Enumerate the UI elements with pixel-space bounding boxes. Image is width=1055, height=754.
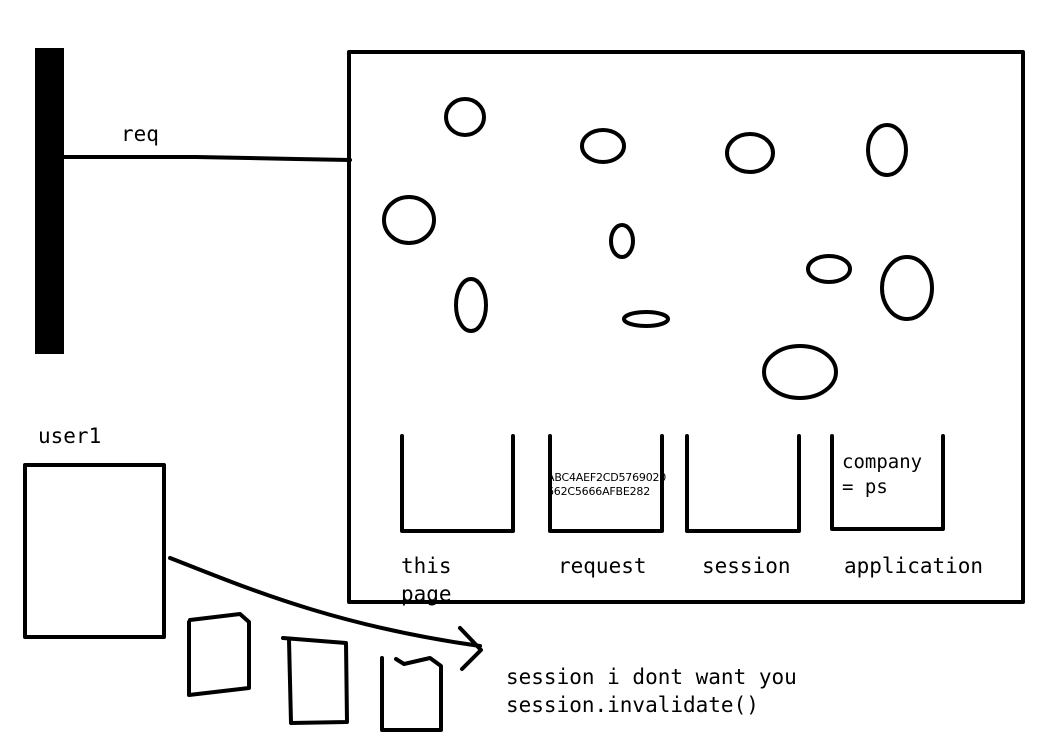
application-scope-label: application (844, 554, 984, 578)
container-box (347, 50, 1025, 604)
session-page (380, 656, 443, 732)
session-invalidate-note: session i dont want you session.invalida… (506, 665, 797, 717)
object-ellipse (622, 310, 670, 328)
request-bin-content-clip: ABC4AEF2CD5769020 662C5666AFBE282 (551, 471, 668, 503)
bin-session (685, 434, 801, 533)
object-ellipse (880, 255, 934, 321)
object-ellipses (382, 97, 934, 400)
invalidate-arrow (168, 556, 482, 648)
bin-application (830, 434, 945, 531)
session-scope-label: session (702, 554, 791, 578)
object-ellipse (444, 97, 486, 137)
session-page (281, 636, 349, 725)
object-ellipse (725, 132, 775, 174)
arrow-head (458, 626, 483, 671)
bin-request (548, 434, 664, 533)
server-bar (35, 48, 64, 354)
user-box (23, 463, 166, 639)
object-ellipse (580, 128, 626, 164)
object-ellipse (806, 254, 852, 284)
request-scope-label: request (558, 554, 647, 578)
request-bin-content: ABC4AEF2CD5769020 662C5666AFBE282 (551, 471, 667, 498)
user-label: user1 (38, 424, 102, 448)
object-ellipse (454, 277, 488, 333)
object-ellipse (382, 195, 436, 245)
application-bin-content: company = ps (842, 451, 923, 498)
object-ellipse (866, 123, 908, 177)
object-ellipse (762, 344, 838, 400)
bin-this-page (400, 434, 515, 533)
object-ellipse (609, 223, 635, 259)
request-line (62, 155, 352, 162)
session-page (187, 612, 251, 697)
request-label: req (121, 122, 159, 146)
this-page-scope-label: this page (401, 554, 452, 606)
